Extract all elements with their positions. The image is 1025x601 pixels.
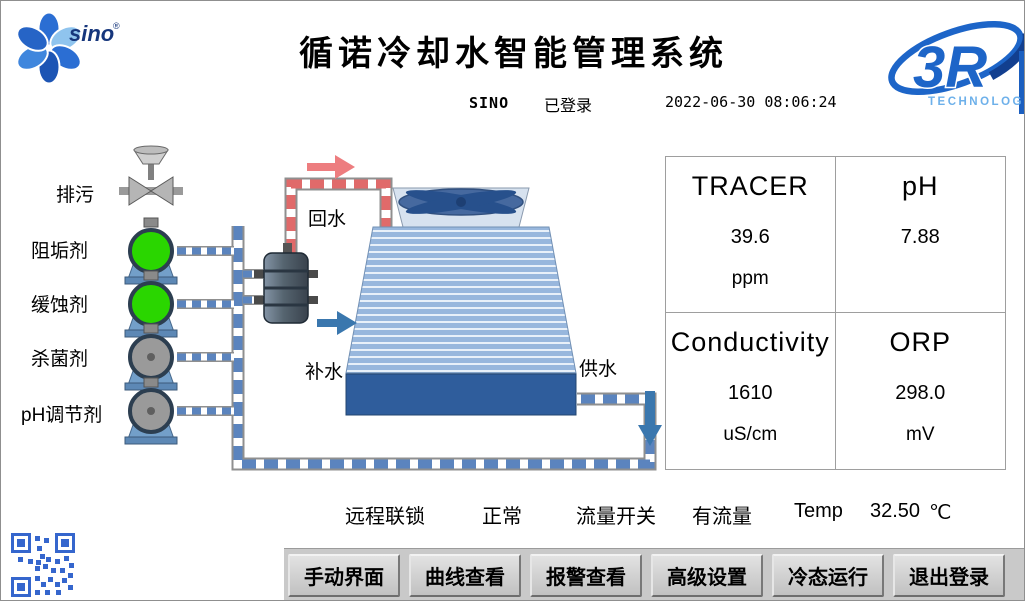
qr-code (10, 532, 76, 598)
curve-view-button[interactable]: 曲线查看 (409, 554, 521, 597)
remote-interlock-label: 远程联锁 (345, 506, 425, 528)
reading-unit: uS/cm (723, 424, 778, 445)
makeup-flow-arrow-icon (317, 311, 357, 335)
reading-tracer: TRACER 39.6 ppm (666, 157, 836, 313)
remote-interlock-value: 正常 (482, 506, 522, 528)
reading-unit (836, 268, 1006, 290)
sino-logo: sino ® (16, 11, 120, 85)
drain-label: 排污 (56, 185, 95, 206)
pipe-network (119, 177, 657, 471)
pump-label-ph-adjuster: pH调节剂 (21, 405, 103, 426)
readings-panel: TRACER 39.6 ppm pH 7.88 Conductivity 161… (665, 156, 1006, 470)
temp-value: 32.50 (870, 500, 921, 522)
reading-value: 298.0 (895, 382, 946, 404)
pump-label-corrosion-inhibitor: 缓蚀剂 (31, 295, 89, 316)
reading-value: 39.6 (730, 226, 770, 248)
3r-logo-text: 3R (913, 35, 987, 100)
nav-button-bar: 手动界面 曲线查看 报警查看 高级设置 冷态运行 退出登录 (284, 548, 1024, 600)
logged-in-user: SINO (469, 94, 510, 112)
pump-state-lamp (128, 281, 174, 327)
pump-label-biocide: 杀菌剂 (31, 349, 89, 370)
cooling-tower (345, 187, 577, 416)
reading-orp: ORP 298.0 mV (836, 313, 1006, 469)
reading-value: 7.88 (900, 226, 940, 248)
logout-button[interactable]: 退出登录 (893, 554, 1005, 597)
svg-text:®: ® (113, 21, 120, 31)
pump-connectors (177, 246, 234, 416)
reading-name: Conductivity (670, 327, 830, 357)
reading-unit: mV (906, 424, 935, 445)
alarm-view-button[interactable]: 报警查看 (530, 554, 642, 597)
temp-label: Temp (794, 500, 843, 522)
3r-logo: 3R TECHNOLOGY (880, 14, 1025, 114)
supply-flow-arrow-icon (638, 391, 662, 446)
login-status: 已登录 (544, 98, 593, 115)
3r-logo-subtext: TECHNOLOGY (928, 96, 1025, 108)
sino-logo-text: sino (69, 21, 114, 46)
drain-valve[interactable] (128, 145, 174, 206)
tower-body (345, 226, 577, 374)
blue-pipe (233, 226, 655, 469)
advanced-settings-button[interactable]: 高级设置 (651, 554, 763, 597)
heat-exchanger[interactable] (254, 243, 318, 324)
reading-name: pH (901, 171, 939, 201)
cold-run-button[interactable]: 冷态运行 (772, 554, 884, 597)
reading-name: TRACER (691, 171, 809, 201)
tower-basin (345, 373, 577, 416)
red-pipe (286, 179, 391, 253)
reading-ph: pH 7.88 (835, 157, 1006, 313)
temp-unit: ℃ (929, 502, 952, 524)
flow-switch-label: 流量开关 (576, 506, 656, 528)
reading-value: 1610 (728, 382, 773, 404)
makeup-water-label: 补水 (305, 362, 344, 383)
page-title: 循诺冷却水智能管理系统 (299, 35, 728, 73)
manual-screen-button[interactable]: 手动界面 (288, 554, 400, 597)
return-water-label: 回水 (308, 209, 347, 230)
datetime: 2022-06-30 08:06:24 (665, 93, 837, 111)
supply-water-label: 供水 (579, 359, 618, 380)
reading-conductivity: Conductivity 1610 uS/cm (666, 313, 836, 469)
reading-name: ORP (889, 327, 951, 357)
flow-switch-value: 有流量 (692, 506, 752, 528)
pump-ph-adjuster[interactable] (124, 377, 178, 445)
pump-label-scale-inhibitor: 阻垢剂 (31, 241, 89, 262)
return-flow-arrow-icon (307, 155, 355, 179)
pump-state-lamp (128, 228, 174, 274)
reading-unit: ppm (731, 268, 769, 289)
